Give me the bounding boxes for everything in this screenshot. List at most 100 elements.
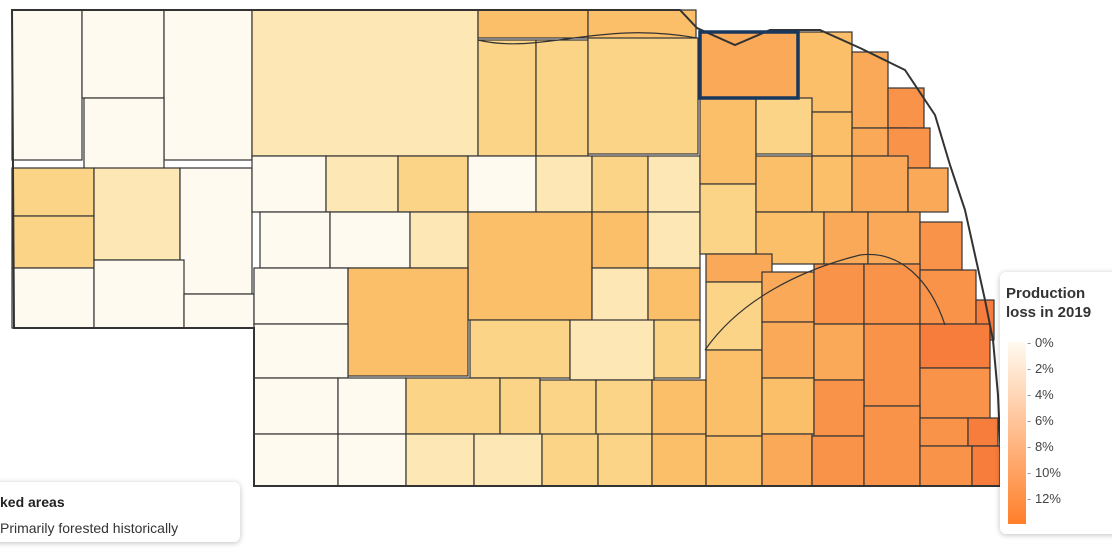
county[interactable] [591, 211, 649, 269]
county[interactable] [967, 417, 999, 447]
county[interactable] [971, 445, 1001, 487]
county[interactable] [867, 211, 921, 265]
legend-tick: 8% [1027, 440, 1054, 454]
county[interactable] [863, 405, 921, 487]
county[interactable] [477, 39, 537, 157]
county[interactable] [473, 433, 543, 487]
county[interactable] [919, 221, 963, 271]
county[interactable] [755, 97, 813, 155]
county[interactable] [587, 37, 699, 155]
county[interactable] [823, 211, 869, 265]
county[interactable] [569, 319, 655, 381]
county[interactable] [477, 9, 589, 39]
county[interactable] [535, 39, 589, 157]
county[interactable] [647, 155, 701, 213]
county[interactable] [591, 155, 649, 213]
county[interactable] [253, 377, 339, 435]
county[interactable] [587, 9, 697, 41]
county[interactable] [253, 267, 349, 325]
state-outline [10, 9, 1004, 487]
county[interactable] [499, 377, 541, 435]
county[interactable] [653, 319, 701, 379]
county[interactable] [705, 435, 763, 487]
county[interactable] [539, 379, 597, 437]
county[interactable] [179, 167, 253, 295]
marked-areas-title: ked areas [0, 494, 65, 510]
county[interactable] [851, 155, 909, 213]
legend-tick: 12% [1027, 492, 1061, 506]
county[interactable] [337, 377, 407, 435]
county[interactable] [409, 211, 469, 269]
county[interactable] [919, 269, 977, 325]
county[interactable] [907, 167, 949, 213]
county[interactable] [405, 377, 501, 435]
county[interactable] [705, 253, 773, 283]
county-layer [11, 9, 1001, 487]
county[interactable] [651, 433, 707, 487]
county[interactable] [699, 31, 799, 99]
county[interactable] [597, 433, 653, 487]
county[interactable] [755, 155, 813, 213]
county[interactable] [11, 167, 95, 217]
county[interactable] [251, 155, 327, 213]
county[interactable] [813, 263, 865, 325]
county[interactable] [919, 367, 991, 419]
county[interactable] [11, 267, 95, 329]
county[interactable] [467, 211, 593, 321]
county[interactable] [591, 267, 649, 323]
county[interactable] [651, 379, 707, 437]
county[interactable] [863, 323, 921, 407]
county[interactable] [811, 435, 865, 487]
county[interactable] [11, 9, 83, 161]
county[interactable] [11, 215, 95, 269]
county[interactable] [919, 445, 973, 487]
county[interactable] [887, 87, 925, 129]
county[interactable] [863, 263, 921, 325]
county[interactable] [811, 111, 853, 157]
county[interactable] [251, 9, 479, 157]
county[interactable] [647, 211, 701, 269]
county[interactable] [469, 319, 571, 379]
county[interactable] [81, 9, 165, 99]
county[interactable] [541, 433, 599, 487]
county[interactable] [699, 183, 757, 255]
county[interactable] [811, 155, 853, 213]
marked-areas-legend: ked areas Primarily forested historicall… [0, 482, 240, 542]
county[interactable] [595, 379, 653, 437]
county[interactable] [183, 293, 255, 329]
county[interactable] [535, 155, 593, 213]
legend-tick: 10% [1027, 466, 1061, 480]
county[interactable] [93, 167, 181, 261]
county[interactable] [699, 97, 757, 185]
county[interactable] [705, 349, 763, 437]
county[interactable] [761, 433, 813, 487]
county[interactable] [253, 433, 339, 487]
county[interactable] [329, 211, 411, 269]
county[interactable] [83, 97, 165, 171]
county[interactable] [163, 9, 253, 161]
county[interactable] [647, 267, 701, 323]
county[interactable] [93, 259, 185, 329]
county[interactable] [253, 323, 349, 379]
county[interactable] [919, 417, 969, 447]
county[interactable] [347, 267, 469, 377]
legend-tick: 2% [1027, 362, 1054, 376]
county[interactable] [405, 433, 475, 487]
legend-color-ramp [1008, 342, 1026, 524]
county[interactable] [761, 321, 815, 379]
county[interactable] [813, 323, 865, 381]
county[interactable] [337, 433, 407, 487]
county[interactable] [325, 155, 399, 213]
county[interactable] [397, 155, 469, 213]
county[interactable] [813, 379, 865, 437]
county[interactable] [259, 211, 331, 269]
county[interactable] [467, 155, 537, 213]
county[interactable] [919, 323, 991, 369]
county[interactable] [705, 281, 763, 351]
county[interactable] [761, 271, 815, 323]
county[interactable] [851, 51, 889, 129]
legend: Production loss in 2019 0% 2% 4% 6% 8% 1… [1000, 272, 1112, 534]
county[interactable] [761, 377, 815, 435]
highlighted-county[interactable] [698, 30, 800, 100]
